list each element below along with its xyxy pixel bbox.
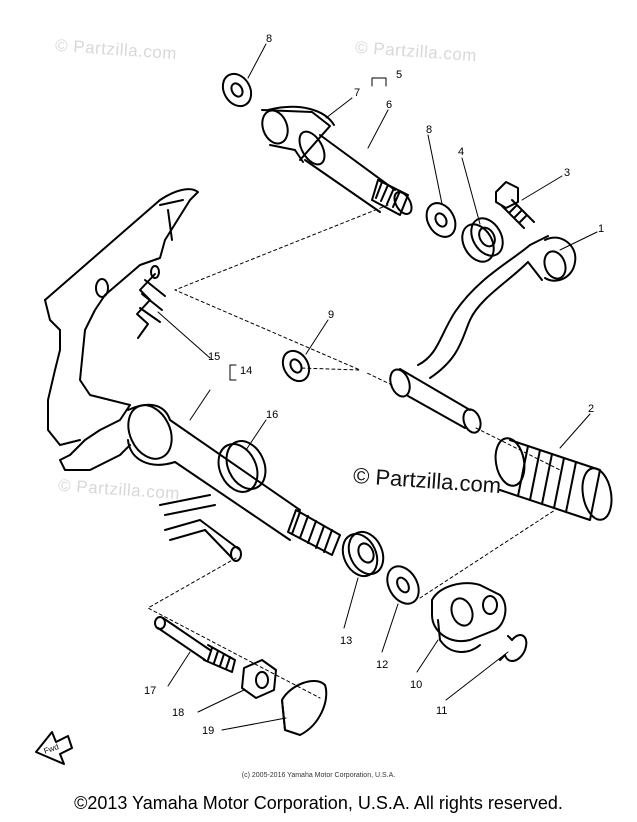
part-3-bolt (495, 181, 535, 229)
copyright-notice: ©2013 Yamaha Motor Corporation, U.S.A. A… (74, 793, 563, 813)
part-12-washer (386, 565, 420, 605)
part-19-plate (281, 680, 328, 736)
part-10-shift-arm (431, 582, 507, 653)
callout-14: 14 (240, 365, 252, 377)
part-18-nut (241, 659, 277, 699)
callout-4: 4 (458, 146, 464, 158)
leader-lines (157, 43, 598, 731)
part-6-upper-shaft (261, 105, 413, 216)
callout-1: 1 (598, 223, 604, 235)
part-15-spring (136, 265, 166, 339)
callout-2: 2 (588, 403, 594, 415)
callout-19: 19 (202, 725, 214, 737)
part-13-seal (341, 530, 385, 578)
callout-13: 13 (340, 635, 352, 647)
callout-8-top: 8 (266, 33, 272, 45)
part-16-collar (217, 440, 267, 493)
callout-16: 16 (266, 409, 278, 421)
callout-5: 5 (396, 69, 402, 81)
part-9-bushing (281, 349, 311, 383)
part-8-washer-mid (425, 202, 457, 238)
fwd-label: Fwd (43, 742, 60, 756)
callout-labels: 8 5 7 6 8 4 3 1 9 15 14 16 2 13 12 10 11… (43, 33, 604, 756)
part-11-circlip (499, 634, 528, 662)
callout-15: 15 (208, 351, 220, 363)
callout-3: 3 (564, 167, 570, 179)
small-credit: (c) 2005-2016 Yamaha Motor Corporation, … (241, 772, 396, 779)
callout-17: 17 (144, 685, 156, 697)
part-17-pivot-bolt (154, 616, 236, 673)
callout-11: 11 (436, 705, 447, 717)
alignment-lines (147, 204, 561, 699)
callout-8-mid: 8 (426, 124, 432, 136)
callout-10: 10 (410, 679, 422, 691)
callout-7: 7 (354, 87, 360, 99)
part-14-shift-shaft-assembly (44, 188, 341, 562)
part-1-shift-pedal (389, 235, 577, 434)
fwd-arrow-icon (35, 731, 73, 765)
callout-18: 18 (172, 707, 184, 719)
part-8-washer-top (221, 72, 253, 108)
callout-12: 12 (376, 659, 388, 671)
callout-9: 9 (328, 309, 334, 321)
callout-6: 6 (386, 99, 392, 111)
part-2-footrest-rubber (494, 437, 613, 521)
part-4-oil-seal (461, 217, 504, 263)
